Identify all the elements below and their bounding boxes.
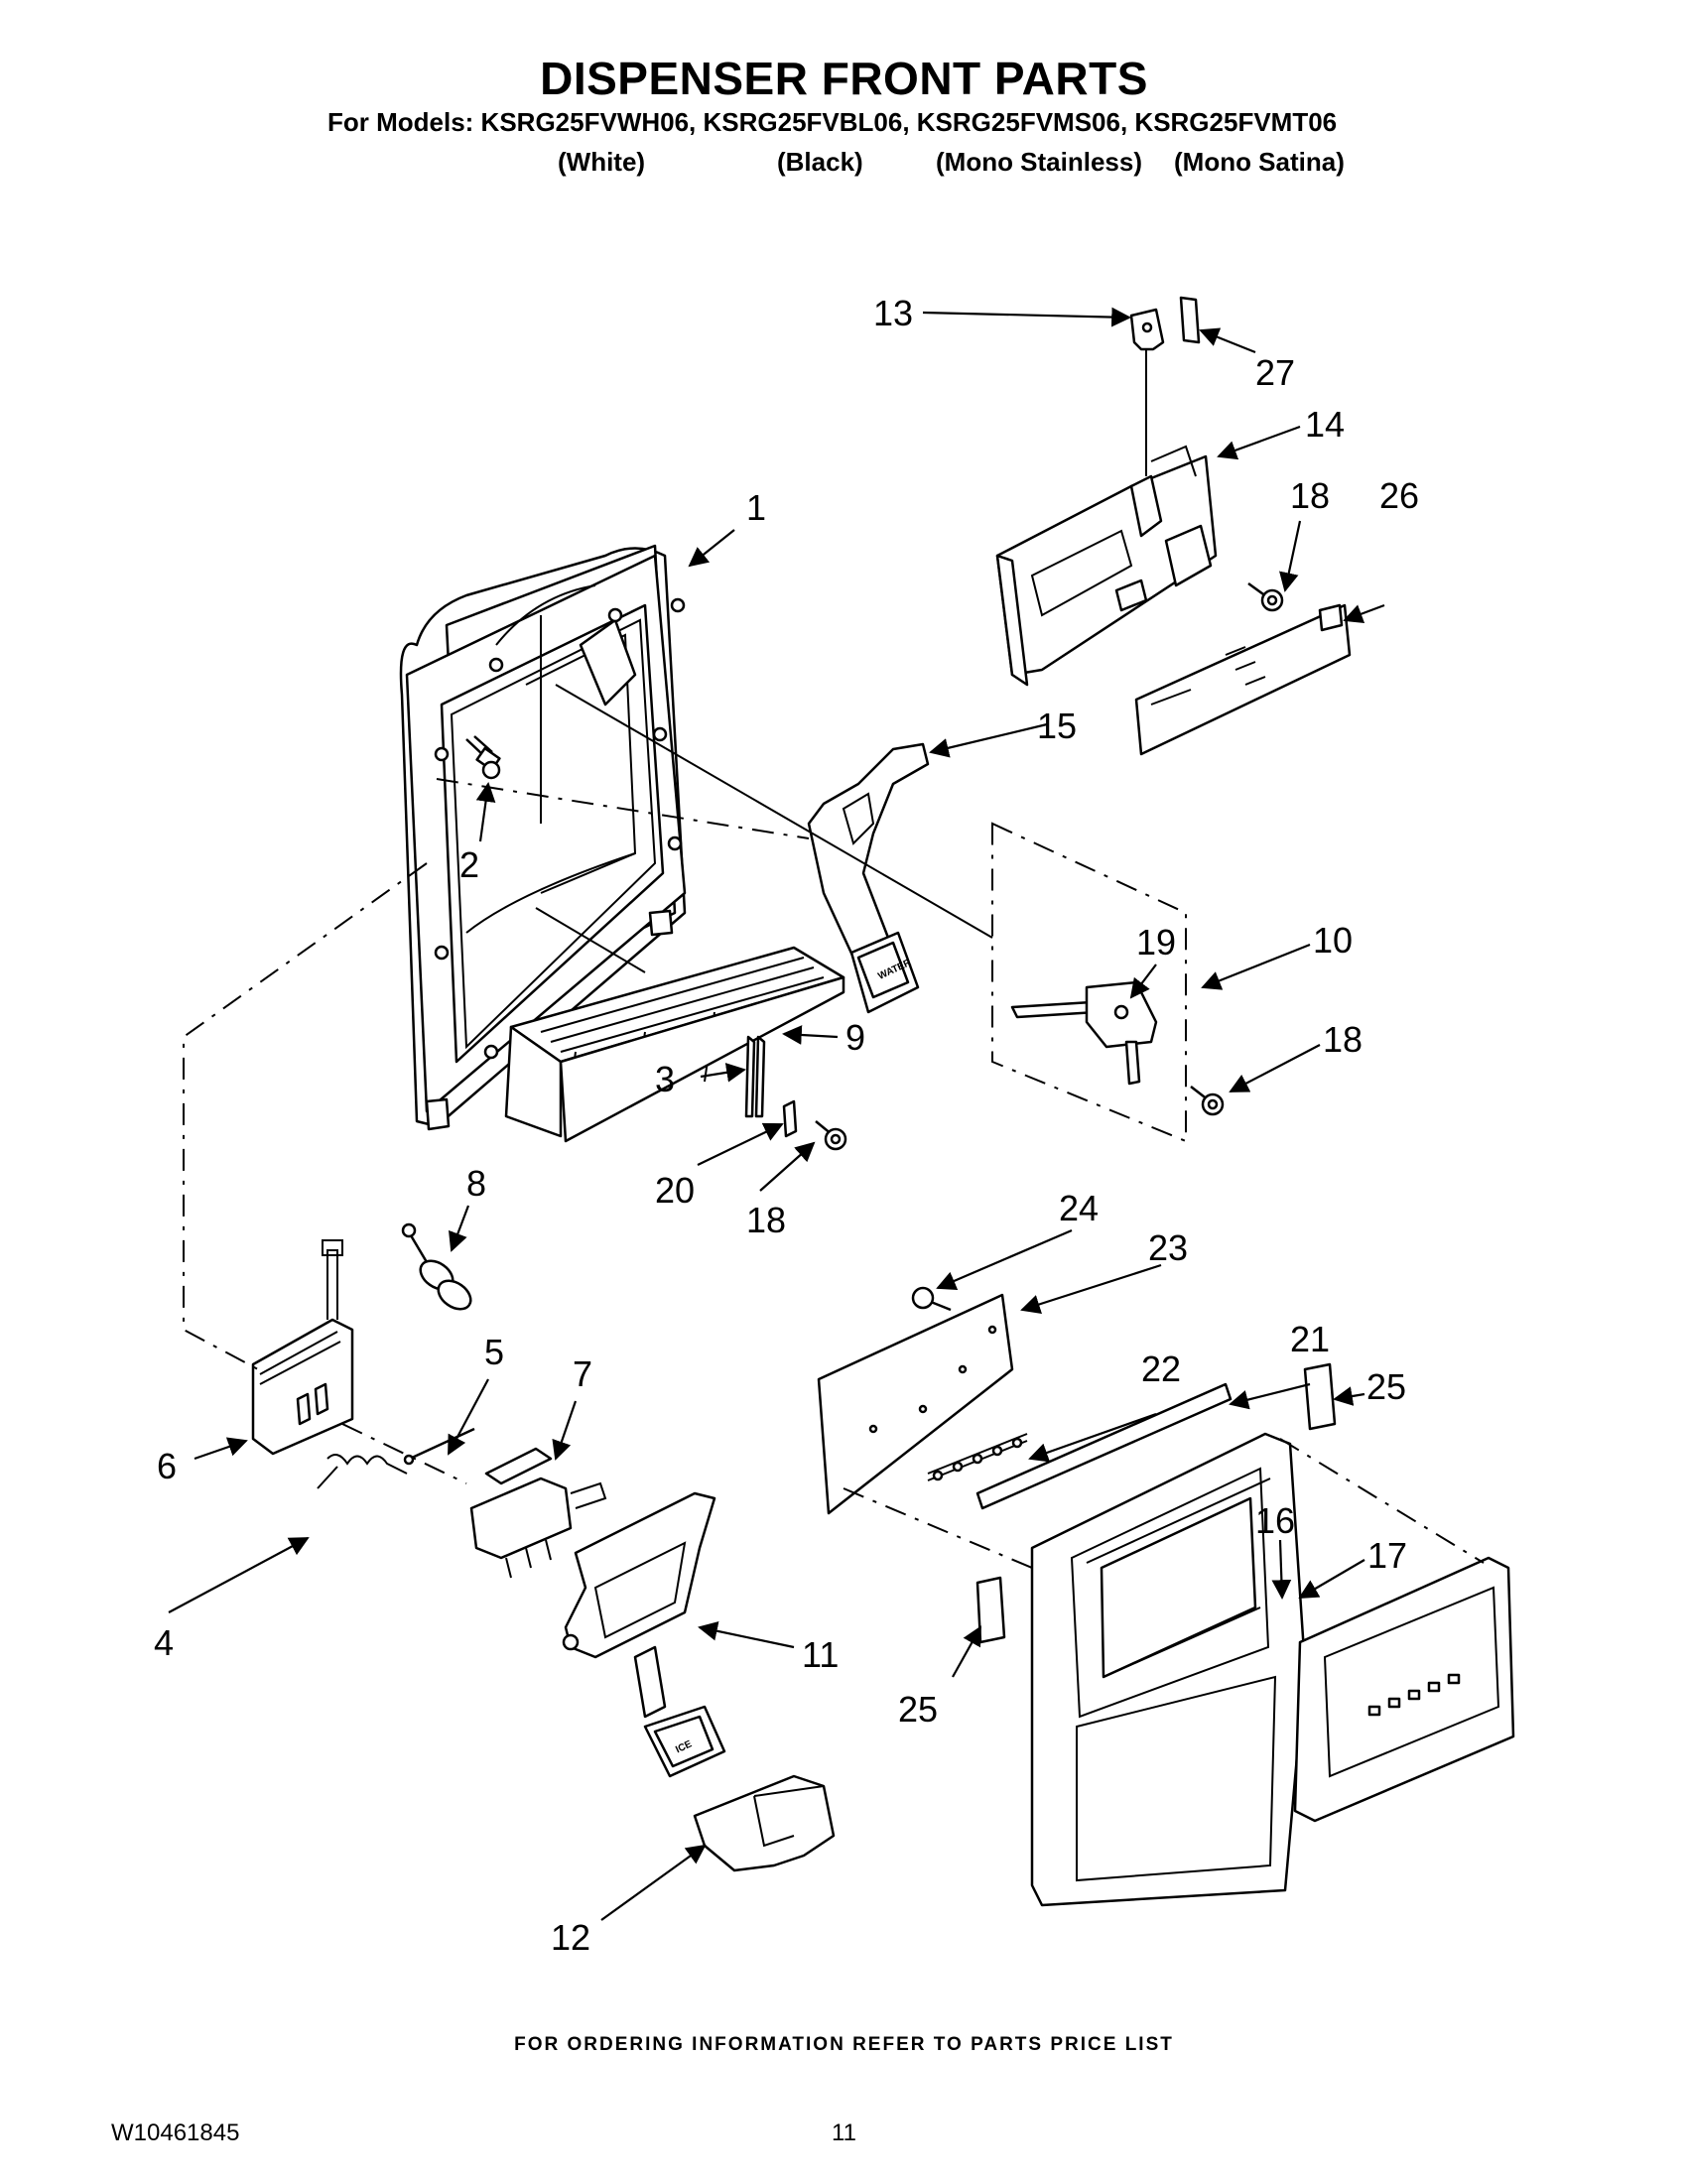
page-title: DISPENSER FRONT PARTS bbox=[540, 53, 1148, 104]
front-trim-panel bbox=[1293, 1556, 1515, 1823]
callout-17: 17 bbox=[1367, 1535, 1407, 1576]
motor-housing bbox=[251, 1239, 354, 1456]
micro-switch bbox=[1129, 308, 1165, 476]
ordering-info: FOR ORDERING INFORMATION REFER TO PARTS … bbox=[514, 2034, 1174, 2055]
callout-3: 3 bbox=[655, 1059, 675, 1099]
callout-11: 11 bbox=[802, 1634, 839, 1675]
screw-18-top bbox=[1247, 581, 1284, 612]
variant-white: (White) bbox=[558, 147, 646, 177]
ice-actuator bbox=[469, 1447, 607, 1579]
callout-21: 21 bbox=[1290, 1319, 1330, 1359]
switch-insulator bbox=[1179, 296, 1201, 344]
screw-18-bottom bbox=[815, 1120, 847, 1151]
callout-8: 8 bbox=[466, 1163, 486, 1204]
callout-25-top: 25 bbox=[1366, 1366, 1406, 1407]
assembly-dashed-lines bbox=[183, 778, 1485, 1569]
variant-black: (Black) bbox=[777, 147, 863, 177]
callout-1: 1 bbox=[746, 487, 766, 528]
callout-numbers: 1 2 3 4 5 6 7 8 9 10 11 12 13 14 15 16 1… bbox=[154, 293, 1419, 1958]
water-lever: WATER bbox=[807, 742, 930, 1014]
connector-line bbox=[535, 907, 646, 973]
variant-mono-satina: (Mono Satina) bbox=[1174, 147, 1345, 177]
leader-lines bbox=[168, 307, 1385, 1921]
keypad-button-strip bbox=[927, 1433, 1028, 1481]
ice-lever: ICE bbox=[562, 1491, 726, 1778]
callout-2: 2 bbox=[459, 844, 479, 885]
electronic-board bbox=[1134, 603, 1352, 756]
connector-line bbox=[555, 684, 993, 939]
callout-27: 27 bbox=[1255, 352, 1295, 393]
callout-22: 22 bbox=[1141, 1349, 1181, 1389]
callout-4: 4 bbox=[154, 1622, 174, 1663]
spring-clip-and-washer bbox=[744, 1035, 798, 1138]
variant-mono-stainless: (Mono Stainless) bbox=[936, 147, 1143, 177]
ice-chute bbox=[693, 1774, 836, 1872]
callout-9: 9 bbox=[845, 1017, 865, 1058]
callout-14: 14 bbox=[1305, 404, 1345, 445]
spacer-25-bottom bbox=[975, 1576, 1006, 1644]
callout-13: 13 bbox=[873, 293, 913, 333]
spacer-25-top bbox=[1303, 1362, 1337, 1431]
page-number: 11 bbox=[832, 2120, 856, 2146]
models-line: For Models: KSRG25FVWH06, KSRG25FVBL06, … bbox=[327, 107, 1338, 137]
solenoid bbox=[401, 1222, 472, 1311]
drip-tray bbox=[504, 946, 845, 1143]
callout-7: 7 bbox=[573, 1353, 592, 1394]
callout-20: 20 bbox=[655, 1170, 695, 1211]
callout-12: 12 bbox=[551, 1917, 590, 1958]
callout-15: 15 bbox=[1037, 706, 1077, 746]
document-id: W10461845 bbox=[111, 2120, 240, 2146]
upper-bracket bbox=[995, 445, 1218, 687]
callout-18-right: 18 bbox=[1323, 1019, 1363, 1060]
callout-26: 26 bbox=[1379, 475, 1419, 516]
screw-18-right bbox=[1190, 1086, 1225, 1116]
callout-25-bottom: 25 bbox=[898, 1689, 938, 1730]
callout-10: 10 bbox=[1313, 920, 1353, 961]
screw-2 bbox=[465, 735, 501, 780]
callout-19: 19 bbox=[1136, 922, 1176, 963]
callout-16: 16 bbox=[1255, 1500, 1295, 1541]
torsion-spring bbox=[317, 1454, 408, 1489]
callout-23: 23 bbox=[1148, 1227, 1188, 1268]
callout-24: 24 bbox=[1059, 1188, 1099, 1228]
dispenser-housing-frame bbox=[399, 544, 687, 1131]
callout-6: 6 bbox=[157, 1446, 177, 1486]
callout-18-top: 18 bbox=[1290, 475, 1330, 516]
callout-5: 5 bbox=[484, 1332, 504, 1372]
callout-18-bottom: 18 bbox=[746, 1200, 786, 1240]
screw-24 bbox=[911, 1286, 952, 1312]
actuator-box bbox=[991, 822, 1187, 1143]
control-board bbox=[817, 1293, 1014, 1515]
